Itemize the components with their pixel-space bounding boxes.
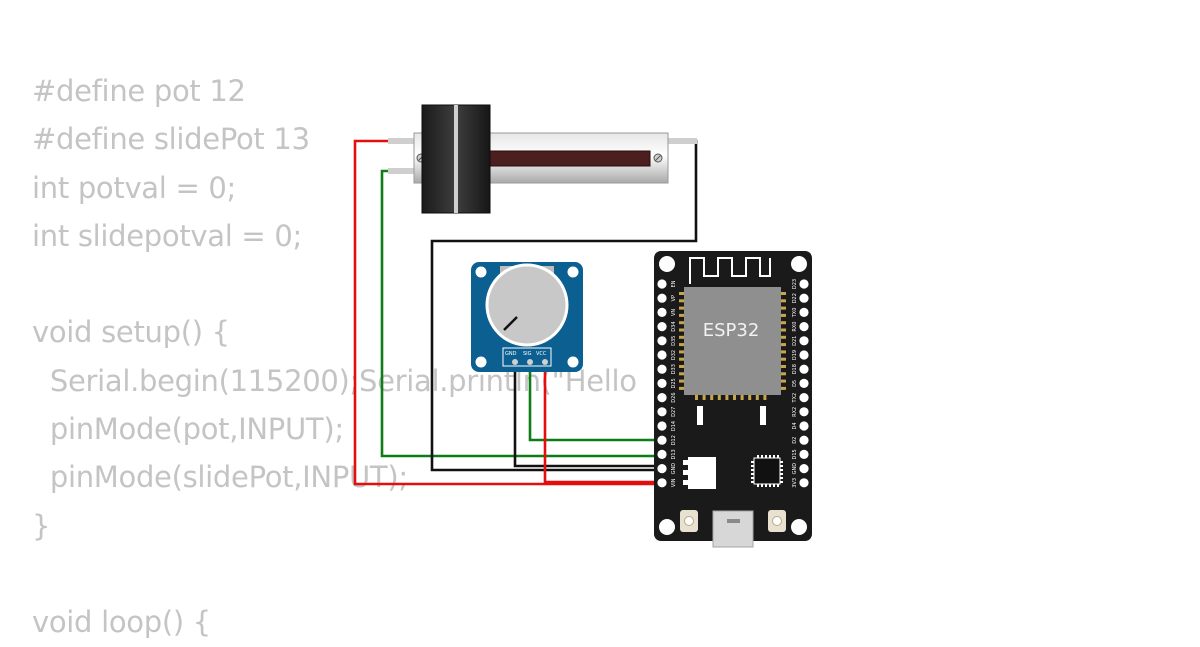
pot-label-gnd: GND (505, 351, 517, 357)
wire-green-pot (528, 362, 662, 442)
esp32-pin-right-3v3[interactable] (799, 478, 809, 488)
pot-pin-vcc[interactable] (542, 359, 548, 365)
wire-red-pot (543, 362, 662, 484)
esp32-pin-left-gnd[interactable] (657, 464, 667, 474)
code-line: #define pot 12 (32, 74, 246, 108)
esp32-pin-label: D27 (671, 407, 677, 417)
esp32-pin-label: VN (671, 309, 677, 316)
antenna-trace (689, 257, 771, 284)
esp32-pin-left-d35[interactable] (657, 336, 667, 346)
esp32-pin-left-en[interactable] (657, 279, 667, 289)
code-line: pinMode(pot,INPUT); (32, 412, 344, 447)
code-line: } (32, 508, 51, 543)
esp32-pin-label: D2 (792, 437, 798, 444)
slide-pot-pin-left-top (388, 138, 418, 144)
code-line: void setup() { (32, 315, 230, 350)
esp32-pin-left-d12[interactable] (657, 435, 667, 445)
wire-green-slide (380, 169, 662, 458)
pot-label-sig: SIG (523, 351, 532, 357)
esp32-pin-label: D34 (671, 321, 677, 331)
esp32-board[interactable]: ESP32 ENVPVND34D35D32D33D25D26D27D14D12D… (654, 251, 812, 548)
esp32-pin-label: TX2 (792, 393, 798, 404)
esp32-pin-right-d21[interactable] (799, 336, 809, 346)
esp32-pin-label: RX0 (792, 322, 798, 332)
esp32-pin-label: D13 (671, 449, 677, 459)
esp32-chip-label: ESP32 (703, 320, 760, 341)
slide-pot-pin-right (665, 138, 697, 144)
pot-knob-indicator (503, 316, 518, 331)
pot-knob[interactable] (485, 263, 569, 347)
esp32-pin-left-d27[interactable] (657, 407, 667, 417)
esp32-pin-right-d23[interactable] (799, 279, 809, 289)
micro-usb-port[interactable] (712, 510, 754, 548)
voltage-regulator (688, 457, 716, 489)
esp32-pin-right-tx0[interactable] (799, 307, 809, 317)
esp32-pin-label: 3V3 (792, 478, 798, 488)
esp32-pin-right-d18[interactable] (799, 364, 809, 374)
esp32-pin-right-rx0[interactable] (799, 322, 809, 332)
code-line: pinMode(slidePot,INPUT); (32, 460, 408, 495)
esp32-pin-label: VP (671, 295, 677, 301)
esp32-pin-label: D15 (792, 449, 798, 459)
esp32-pin-label: D21 (792, 336, 798, 346)
esp32-pin-right-d19[interactable] (799, 350, 809, 360)
esp32-pin-right-d22[interactable] (799, 293, 809, 303)
esp32-pin-right-rx2[interactable] (799, 407, 809, 417)
code-line: int slidepotval = 0; (32, 218, 302, 253)
esp32-pin-left-d13[interactable] (657, 449, 667, 459)
esp32-pin-label: D12 (671, 435, 677, 445)
slide-potentiometer[interactable] (388, 104, 697, 214)
esp32-pin-left-vn[interactable] (657, 307, 667, 317)
esp32-pin-right-tx2[interactable] (799, 393, 809, 403)
esp32-pin-label: D5 (792, 380, 798, 387)
esp32-pin-right-d2[interactable] (799, 435, 809, 445)
esp32-pin-label: TX0 (792, 308, 798, 319)
esp32-pin-label: D14 (671, 421, 677, 431)
esp32-pin-label: D19 (792, 350, 798, 360)
esp32-pin-left-d14[interactable] (657, 421, 667, 431)
esp32-pin-label: GND (792, 463, 798, 475)
esp32-pin-left-d32[interactable] (657, 350, 667, 360)
esp32-pin-label: D18 (792, 364, 798, 374)
esp32-pin-label: VIN (671, 478, 677, 487)
esp32-pin-label: RX2 (792, 407, 798, 417)
esp32-pin-label: D4 (792, 422, 798, 429)
esp32-pin-right-gnd[interactable] (799, 464, 809, 474)
esp32-pin-left-d33[interactable] (657, 364, 667, 374)
code-line: int potval = 0; (32, 170, 236, 205)
esp32-pin-left-d34[interactable] (657, 322, 667, 332)
esp32-pin-left-d25[interactable] (657, 378, 667, 388)
rotary-potentiometer[interactable]: GND SIG VCC (471, 262, 583, 372)
esp32-pin-right-d15[interactable] (799, 449, 809, 459)
esp32-pin-label: D22 (792, 293, 798, 303)
wire-red-slide (353, 139, 662, 486)
circuit-diagram: GND SIG VCC ESP32 (353, 104, 812, 548)
slide-pot-track (469, 150, 651, 167)
esp32-pin-label: D32 (671, 350, 677, 360)
esp32-pin-left-vin[interactable] (657, 478, 667, 488)
esp32-pin-label: D23 (792, 279, 798, 289)
esp32-pin-label: D26 (671, 392, 677, 402)
usb-serial-chip (753, 457, 781, 485)
esp32-pin-label: D35 (671, 336, 677, 346)
esp32-pin-label: D33 (671, 364, 677, 374)
slide-pot-knob-indicator (454, 105, 458, 213)
esp32-pin-label: D25 (671, 378, 677, 388)
pot-label-vcc: VCC (536, 351, 547, 357)
esp32-pin-right-d5[interactable] (799, 378, 809, 388)
pot-pin-gnd[interactable] (512, 359, 518, 365)
esp32-pin-left-vp[interactable] (657, 293, 667, 303)
wire-black-pot (513, 362, 662, 468)
code-editor-text: #define pot 12 #define slidePot 13 int pot… (32, 67, 637, 647)
slide-pot-pin-left-bottom (388, 168, 418, 174)
esp32-pin-left-d26[interactable] (657, 393, 667, 403)
esp32-pin-label: EN (671, 280, 677, 287)
code-line: #define slidePot 13 (32, 122, 310, 157)
esp32-pin-right-d4[interactable] (799, 421, 809, 431)
esp32-module (684, 287, 781, 395)
pot-pin-sig[interactable] (527, 359, 533, 365)
esp32-pin-label: GND (671, 463, 677, 475)
